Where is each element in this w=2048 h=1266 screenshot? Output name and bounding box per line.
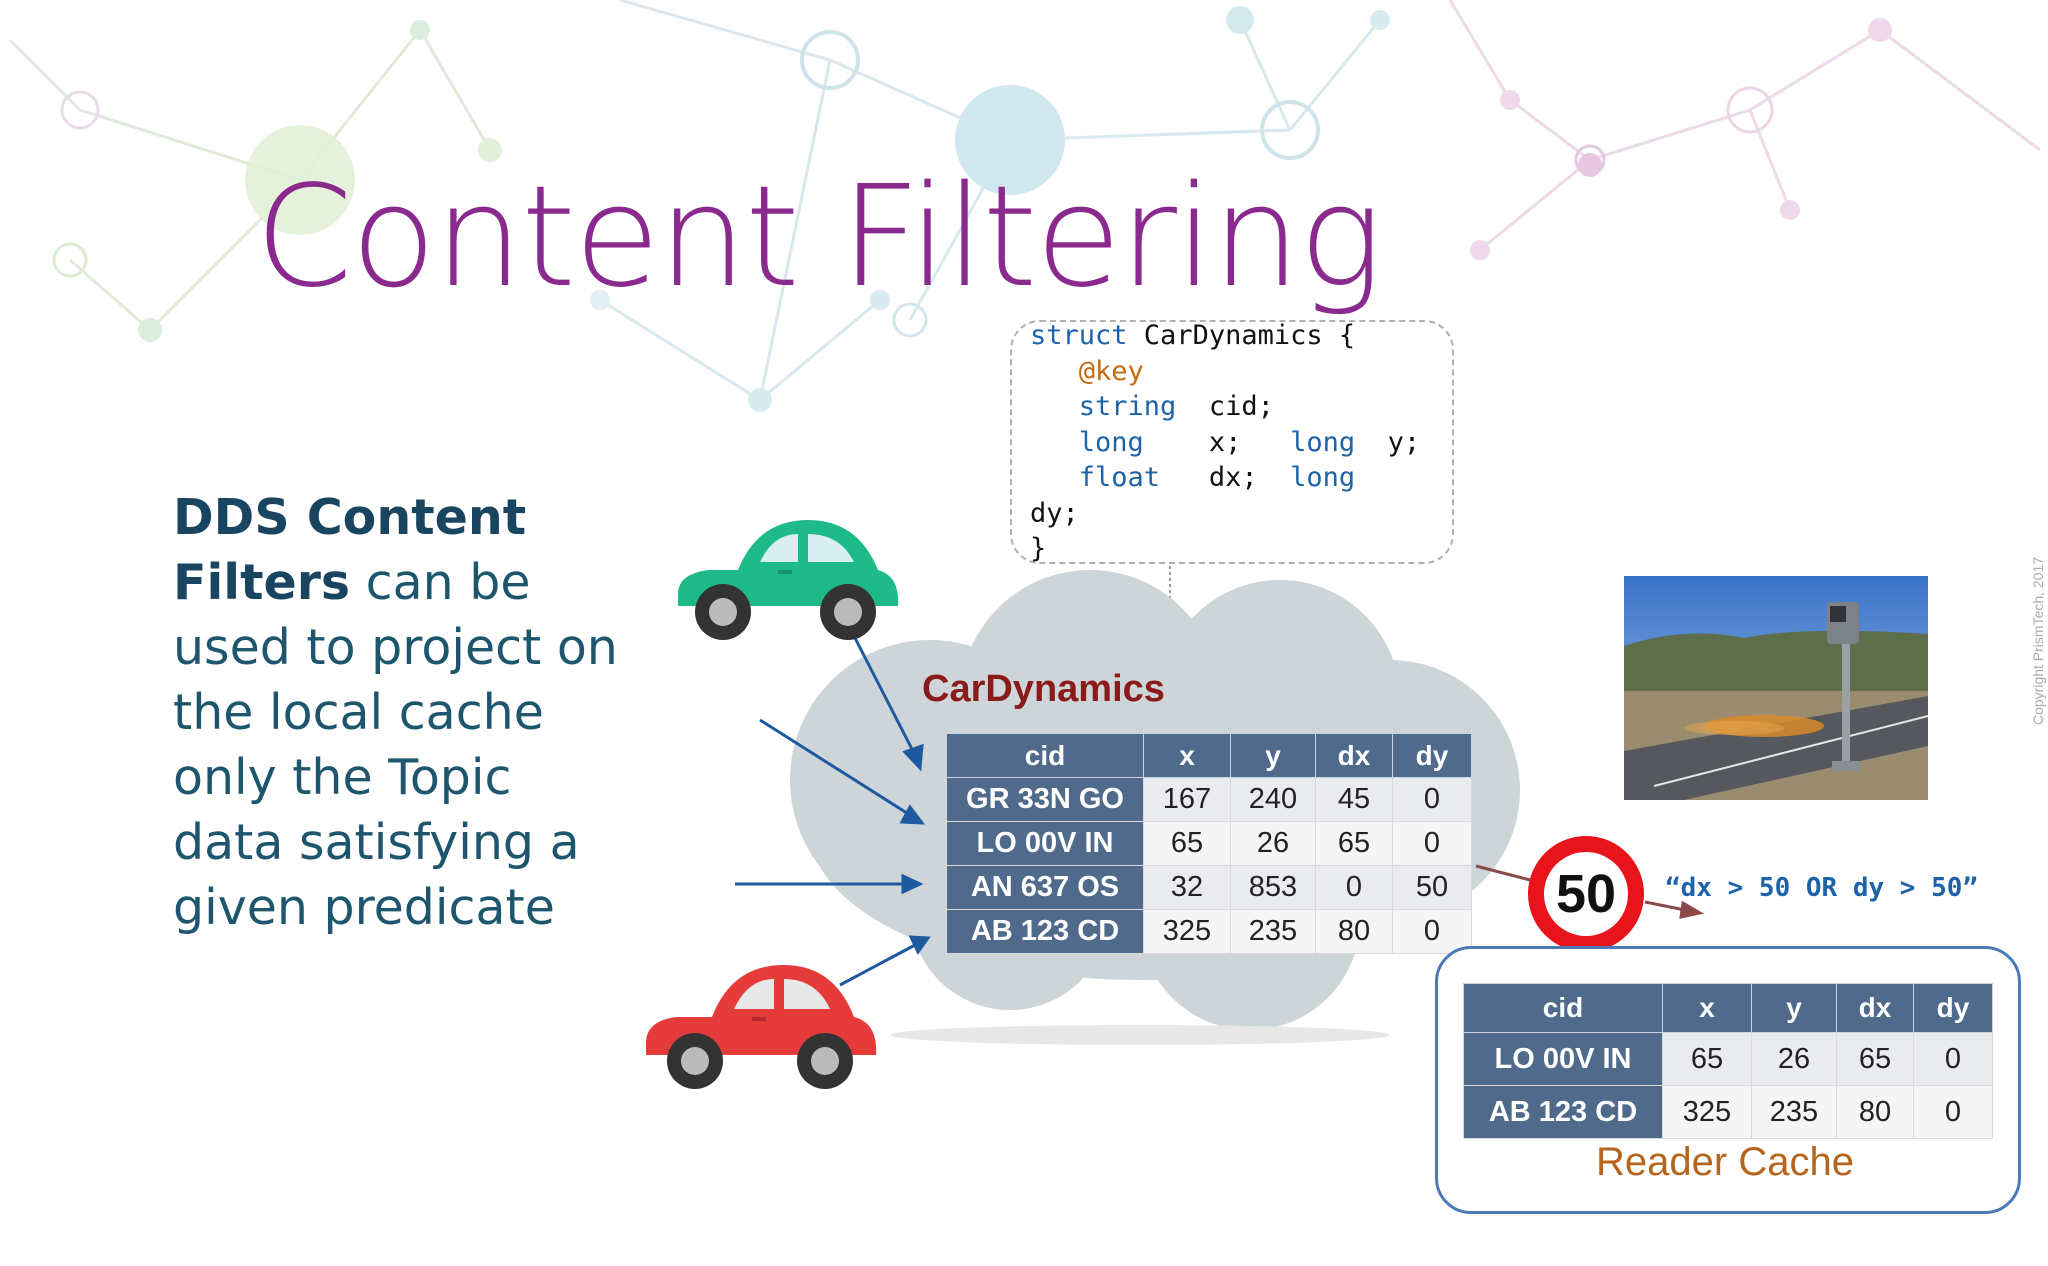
reader-cache-table: cid x y dx dy LO 00V IN 65 26 65 0 AB 12… [1463,983,1993,1139]
cell-dy: 0 [1913,1085,1993,1139]
column-header: x [1662,983,1752,1033]
green-car-icon [678,520,899,640]
column-header: cid [1463,983,1663,1033]
column-header: x [1143,733,1231,778]
speed-limit-value: 50 [1544,852,1628,936]
table-row: AB 123 CD 325 235 80 0 [1463,1085,1993,1139]
cell-y: 235 [1230,909,1316,954]
column-header: cid [946,733,1144,778]
cell-dy: 0 [1392,777,1472,822]
cell-dx: 65 [1315,821,1393,866]
cell-y: 240 [1230,777,1316,822]
desc-text: can be used to project on the local cach… [173,554,618,936]
cell-y: 26 [1751,1032,1837,1086]
topic-data-table: cid x y dx dy GR 33N GO 167 240 45 0 LO … [946,733,1472,954]
column-header: dy [1392,733,1472,778]
code-text: cid; [1176,391,1274,422]
table-row: LO 00V IN 65 26 65 0 [1463,1032,1993,1086]
idl-code: struct CarDynamics { @key string cid; lo… [1030,318,1420,567]
column-header: dx [1836,983,1914,1033]
code-keyword: long [1290,462,1356,493]
cell-dy: 0 [1392,909,1472,954]
code-keyword: struct [1030,320,1128,351]
cell-y: 853 [1230,865,1316,910]
code-keyword: long [1078,426,1144,458]
reader-cache-label: Reader Cache [1596,1140,1854,1184]
column-header: y [1230,733,1316,778]
cell-cid: GR 33N GO [946,777,1144,822]
cell-y: 26 [1230,821,1316,866]
table-row: AB 123 CD 325 235 80 0 [946,909,1472,954]
cell-dx: 45 [1315,777,1393,822]
cell-y: 235 [1751,1085,1837,1139]
slide-title: Content Filtering [255,156,1383,319]
table-row: GR 33N GO 167 240 45 0 [946,777,1472,822]
code-text: x; [1143,426,1291,458]
code-keyword: float [1078,462,1161,493]
speed-camera-photo [1624,576,1928,800]
cell-x: 65 [1662,1032,1752,1086]
filter-predicate: “dx > 50 OR dy > 50” [1665,873,1979,903]
cell-dy: 50 [1392,865,1472,910]
cell-x: 65 [1143,821,1231,866]
cell-dx: 0 [1315,865,1393,910]
table-header-row: cid x y dx dy [1463,983,1993,1033]
code-text: } [1030,533,1047,564]
table-row: LO 00V IN 65 26 65 0 [946,821,1472,866]
red-car-icon [646,965,877,1089]
cell-cid: AN 637 OS [946,865,1144,910]
column-header: dx [1315,733,1393,778]
desc-bold-1: DDS Content [173,489,527,546]
cell-x: 325 [1662,1085,1752,1139]
code-text: dy; [1030,497,1079,529]
cell-cid: AB 123 CD [1463,1085,1663,1139]
code-keyword: string [1078,391,1177,422]
cell-x: 32 [1143,865,1231,910]
cell-x: 325 [1143,909,1231,954]
code-text: CarDynamics { [1127,320,1356,351]
table-row: AN 637 OS 32 853 0 50 [946,865,1472,910]
cell-dx: 65 [1836,1032,1914,1086]
cell-dy: 0 [1392,821,1472,866]
code-text: dx; [1160,462,1291,493]
copyright-notice: Copyright PrismTech, 2017 [2030,556,2046,725]
cell-cid: AB 123 CD [946,909,1144,954]
cell-dy: 0 [1913,1032,1993,1086]
cell-dx: 80 [1836,1085,1914,1139]
cell-cid: LO 00V IN [1463,1032,1663,1086]
cell-dx: 80 [1315,909,1393,954]
cell-cid: LO 00V IN [946,821,1144,866]
column-header: dy [1913,983,1993,1033]
code-text: y; [1355,426,1421,458]
cell-x: 167 [1143,777,1231,822]
table-header-row: cid x y dx dy [946,733,1472,778]
code-annotation: @key [1078,355,1144,387]
desc-bold-2: Filters [173,554,351,611]
idl-code-box [1010,320,1454,564]
code-keyword: long [1290,426,1356,458]
topic-name-label: CarDynamics [922,668,1165,710]
column-header: y [1751,983,1837,1033]
